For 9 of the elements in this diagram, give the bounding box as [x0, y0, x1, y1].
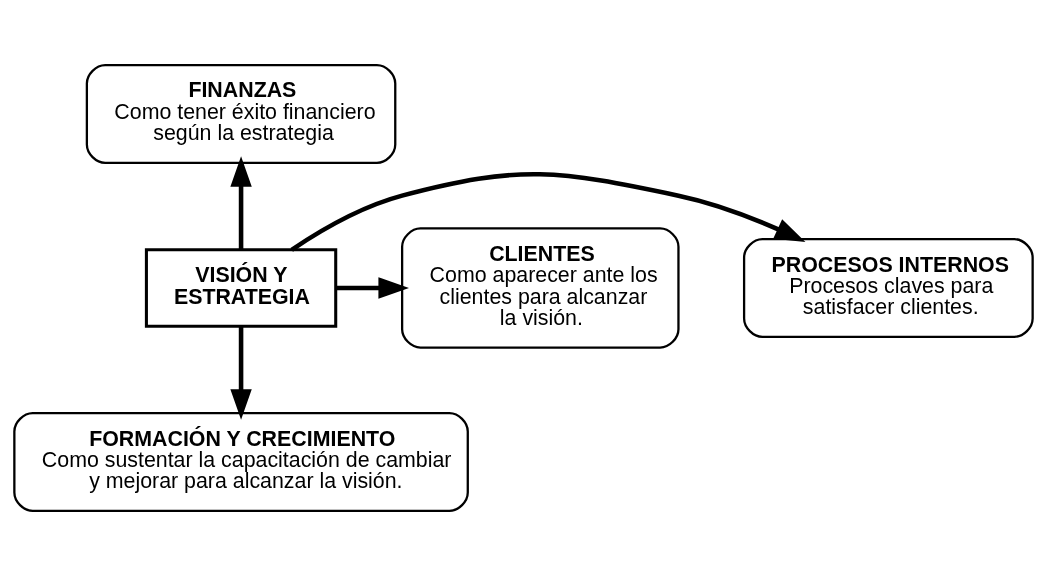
node-box: CLIENTES Como aparecer ante los clientes para alcanzar la visión.	[401, 227, 680, 349]
node-box: PROCESOS INTERNOS Procesos claves para satisfacer clientes.	[742, 238, 1034, 338]
arrow	[230, 156, 252, 250]
arrow	[230, 326, 252, 420]
node-box: FORMACIÓN Y CRECIMIENTO Como sustentar la capacitación de cambiar y mejorar para alcanzar la visión.	[13, 412, 469, 513]
arrow	[290, 172, 806, 252]
node-box: FINANZAS Como tener éxito financiero según la estrategia	[85, 63, 397, 164]
arrow	[335, 277, 409, 299]
node-box: VISIÓN Y ESTRATEGIA	[144, 248, 338, 328]
